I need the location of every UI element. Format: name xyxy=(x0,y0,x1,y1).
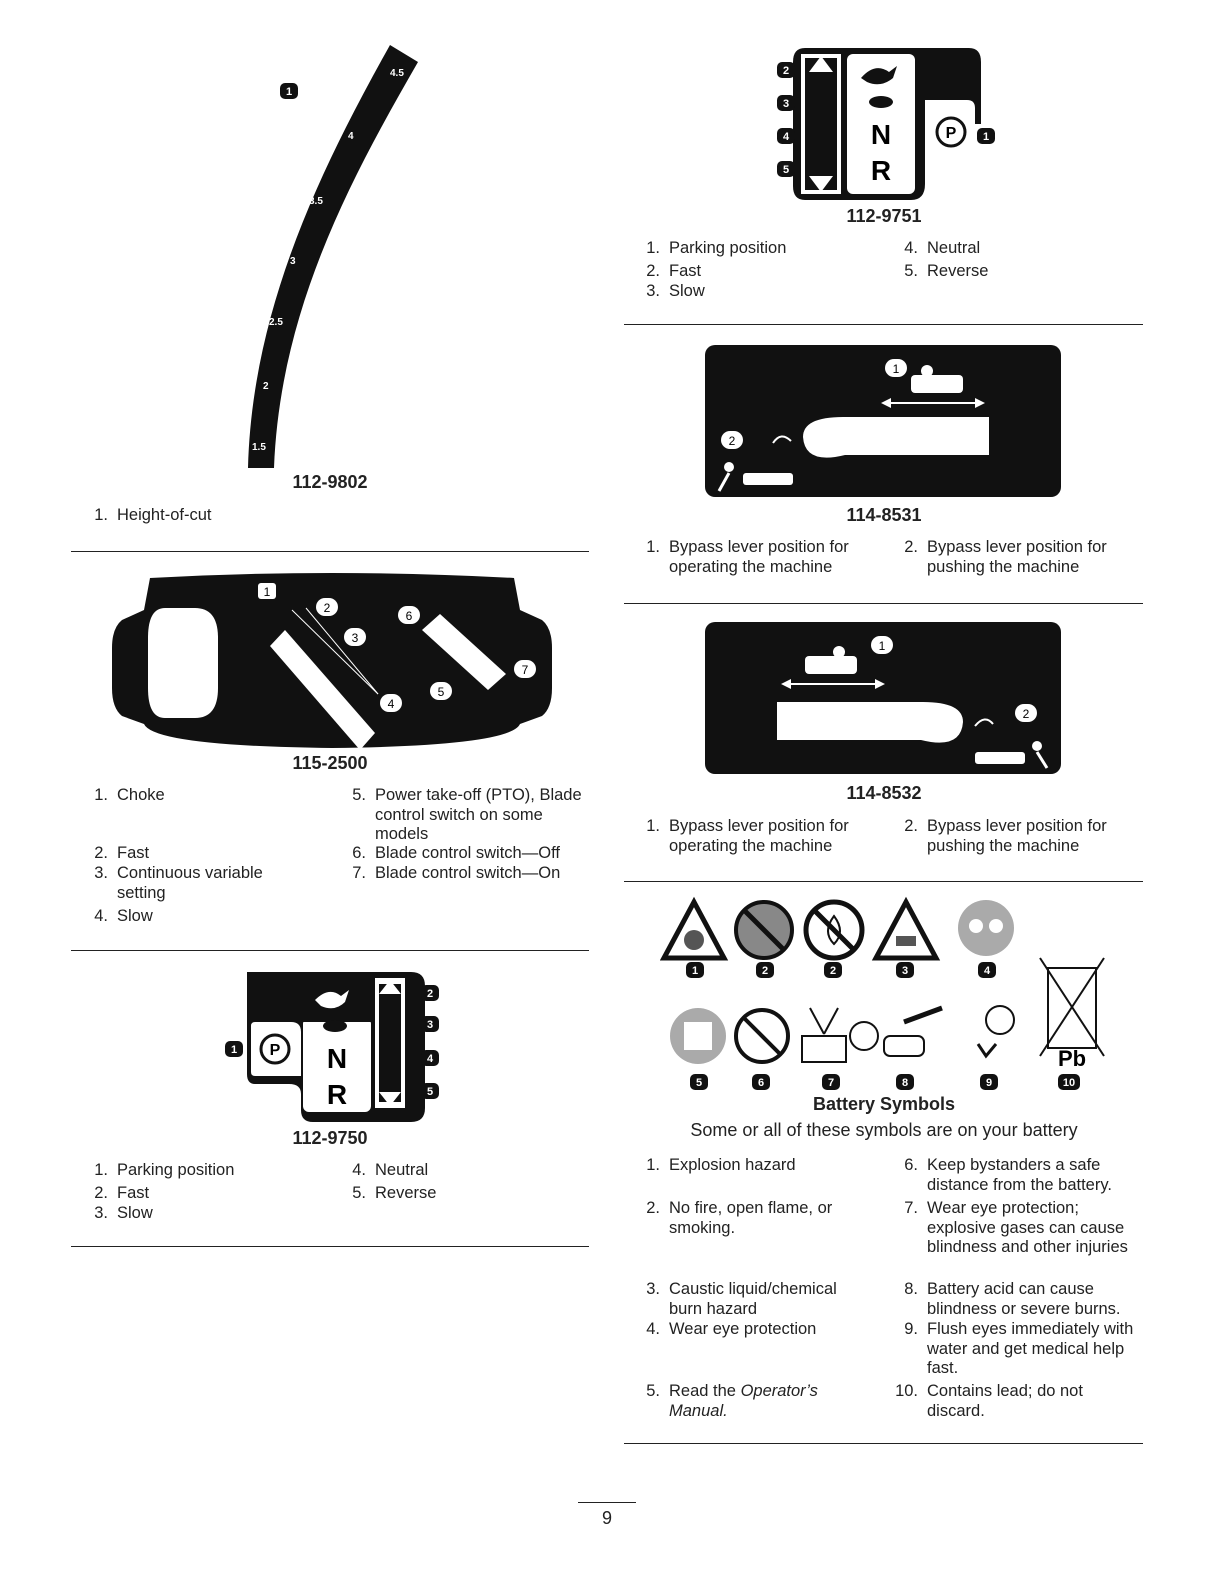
decal-112-9802: 4.5 4 3.5 3 2.5 2 1.5 xyxy=(248,45,418,468)
hoc-mark: 3 xyxy=(290,256,296,267)
divider xyxy=(624,603,1143,604)
svg-text:R: R xyxy=(871,155,891,186)
hoc-mark: 4 xyxy=(348,131,354,142)
svg-text:1: 1 xyxy=(879,639,886,653)
callout-row-1: 1 2 2 3 4 xyxy=(686,962,996,978)
legend-112-9751: 1.Parking position 2.Fast 3.Slow 4.Neutr… xyxy=(646,239,989,300)
hoc-mark: 2.5 xyxy=(269,317,283,328)
decal-112-9751: P N R 2 3 4 5 1 xyxy=(777,48,995,200)
decal-114-8531: 1 2 xyxy=(705,345,1061,497)
svg-text:4: 4 xyxy=(388,697,395,711)
decal-id: 112-9802 xyxy=(292,472,368,492)
legend-112-9750: 1.Parking position 2.Fast 3.Slow 4.Neutr… xyxy=(94,1161,437,1222)
svg-text:6: 6 xyxy=(406,609,413,623)
svg-text:7: 7 xyxy=(828,1077,834,1089)
svg-text:P: P xyxy=(270,1042,281,1059)
svg-text:4: 4 xyxy=(984,965,991,977)
hoc-mark: 3.5 xyxy=(309,196,323,207)
legend-115-2500: 1.Choke 2.Fast 3.Continuous variable set… xyxy=(94,786,582,925)
svg-text:1: 1 xyxy=(893,362,900,376)
battery-symbols-title: Battery Symbols xyxy=(812,1094,956,1114)
callout-1: 1 xyxy=(280,83,298,99)
svg-text:2: 2 xyxy=(830,965,836,977)
svg-text:6: 6 xyxy=(758,1077,764,1089)
decal-id: 112-9750 xyxy=(292,1128,368,1148)
decal-112-9750: P N R 1 2 3 4 5 xyxy=(225,972,439,1122)
hoc-mark: 2 xyxy=(263,381,269,392)
svg-text:7: 7 xyxy=(522,663,529,677)
hoc-mark: 1.5 xyxy=(252,442,266,453)
no-smoking-icon xyxy=(734,900,794,960)
eye-protection-icon xyxy=(958,900,1014,956)
page-number-rule xyxy=(578,1502,636,1503)
svg-text:4: 4 xyxy=(427,1053,434,1065)
divider xyxy=(624,881,1143,882)
decal-id: 115-2500 xyxy=(292,753,368,773)
decal-id: 114-8531 xyxy=(846,505,922,525)
svg-text:5: 5 xyxy=(427,1086,433,1098)
svg-text:2: 2 xyxy=(783,65,789,77)
recycle-bin-crossed-icon: Pb xyxy=(1039,957,1105,1071)
svg-text:10: 10 xyxy=(1063,1077,1075,1089)
no-flame-icon xyxy=(803,899,865,961)
decal-id: 112-9751 xyxy=(846,206,922,226)
divider xyxy=(624,1443,1143,1444)
legend-114-8532: 1.Bypass lever position for operating th… xyxy=(646,817,1107,855)
battery-symbols-subtitle: Some or all of these symbols are on your… xyxy=(690,1120,1078,1140)
read-manual-icon xyxy=(670,1008,726,1064)
svg-text:Pb: Pb xyxy=(1058,1046,1086,1071)
legend-battery-symbols: 1.Explosion hazard 2.No fire, open flame… xyxy=(646,1156,1134,1420)
svg-text:3: 3 xyxy=(427,1019,433,1031)
callout-row-2: 5 6 7 8 9 10 xyxy=(690,1074,1080,1090)
svg-text:2: 2 xyxy=(324,601,331,615)
svg-text:N: N xyxy=(327,1043,347,1074)
decal-114-8532: 1 2 xyxy=(705,622,1061,774)
acid-burn-icon xyxy=(883,1005,943,1057)
svg-text:3: 3 xyxy=(352,631,359,645)
svg-text:1: 1 xyxy=(286,86,292,98)
svg-text:1: 1 xyxy=(231,1044,237,1056)
svg-text:3: 3 xyxy=(783,98,789,110)
divider xyxy=(624,324,1143,325)
svg-text:R: R xyxy=(327,1079,347,1110)
svg-text:2: 2 xyxy=(762,965,768,977)
svg-text:N: N xyxy=(871,119,891,150)
caustic-warning-icon xyxy=(871,896,941,961)
page-number: 9 xyxy=(601,1508,612,1528)
svg-text:5: 5 xyxy=(696,1077,702,1089)
svg-text:5: 5 xyxy=(783,164,789,176)
svg-text:1: 1 xyxy=(983,131,989,143)
divider xyxy=(71,1246,589,1247)
svg-text:P: P xyxy=(946,125,957,142)
explosion-warning-icon xyxy=(660,896,729,961)
svg-text:1: 1 xyxy=(264,585,271,599)
svg-text:2: 2 xyxy=(1023,707,1030,721)
svg-text:3: 3 xyxy=(902,965,908,977)
decal-id: 114-8532 xyxy=(846,783,922,803)
svg-text:2: 2 xyxy=(427,988,433,1000)
battery-symbols-graphic: 1 2 2 3 4 Pb 5 6 7 8 9 10 xyxy=(660,896,1105,1090)
svg-text:9: 9 xyxy=(986,1077,992,1089)
explosive-gas-icon xyxy=(801,1007,879,1063)
svg-text:2: 2 xyxy=(729,434,736,448)
decal-115-2500: 1 2 3 4 6 5 7 xyxy=(112,573,552,750)
keep-bystanders-away-icon xyxy=(734,1008,790,1064)
hoc-mark: 4.5 xyxy=(390,68,404,79)
svg-text:8: 8 xyxy=(902,1077,908,1089)
svg-text:5: 5 xyxy=(438,685,445,699)
svg-text:4: 4 xyxy=(783,131,790,143)
divider xyxy=(71,551,589,552)
flush-eyes-icon xyxy=(976,1005,1015,1059)
legend-114-8531: 1.Bypass lever position for operating th… xyxy=(646,538,1107,576)
svg-text:1: 1 xyxy=(692,965,698,977)
divider xyxy=(71,950,589,951)
